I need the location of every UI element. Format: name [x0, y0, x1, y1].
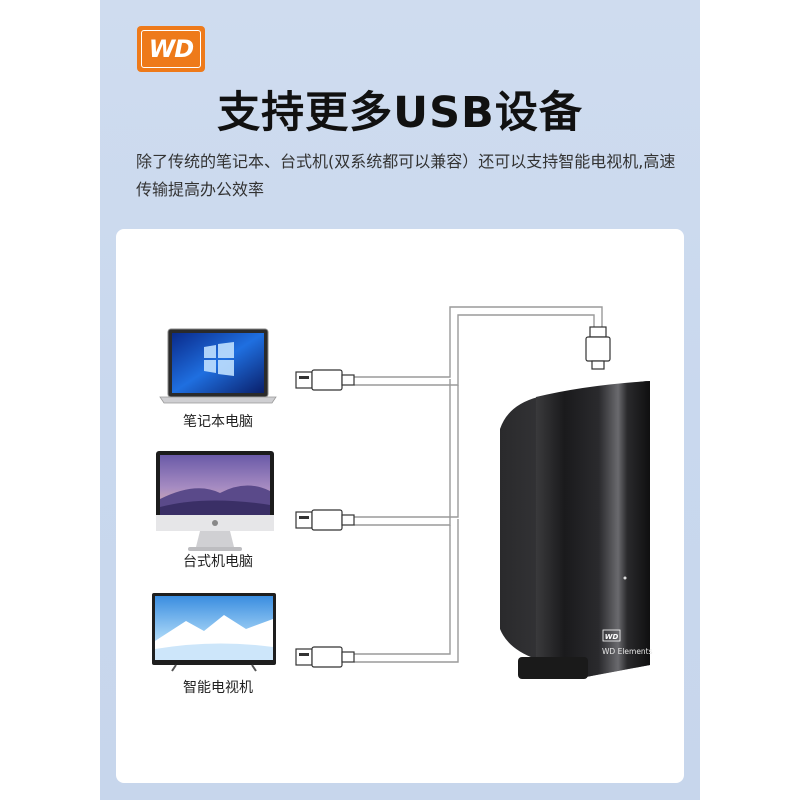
drive-model-label: WD Elements	[602, 647, 653, 656]
page-subtitle: 除了传统的笔记本、台式机(双系统都可以兼容）还可以支持智能电视机,高速传输提高办…	[136, 152, 676, 199]
connection-diagram: WD WD Elements	[152, 306, 653, 679]
usb-a-plug-2	[295, 509, 355, 531]
usb-a-plug-1	[295, 369, 355, 391]
wd-logo-text: WD	[141, 30, 201, 68]
wd-logo: WD	[137, 26, 205, 72]
page-title: 支持更多USB设备	[217, 88, 583, 138]
product-poster: WD 支持更多USB设备 除了传统的笔记本、台式机(双系统都可以兼容）还可以支持…	[100, 0, 700, 800]
wd-elements-drive: WD WD Elements	[500, 381, 653, 679]
device-label-tv: 智能电视机	[183, 680, 253, 696]
usb-micro-b-plug	[585, 326, 611, 370]
connection-diagram-card: WD WD Elements 笔记本电脑 台式机电脑 智能电视机	[116, 229, 684, 783]
usb-cables	[354, 306, 603, 663]
device-label-laptop: 笔记本电脑	[183, 414, 253, 430]
device-label-desktop: 台式机电脑	[183, 554, 253, 570]
laptop-icon	[159, 328, 277, 404]
usb-a-plug-3	[295, 646, 355, 668]
drive-badge: WD	[605, 633, 619, 641]
smart-tv-icon	[152, 593, 276, 672]
desktop-monitor-icon	[156, 451, 274, 551]
